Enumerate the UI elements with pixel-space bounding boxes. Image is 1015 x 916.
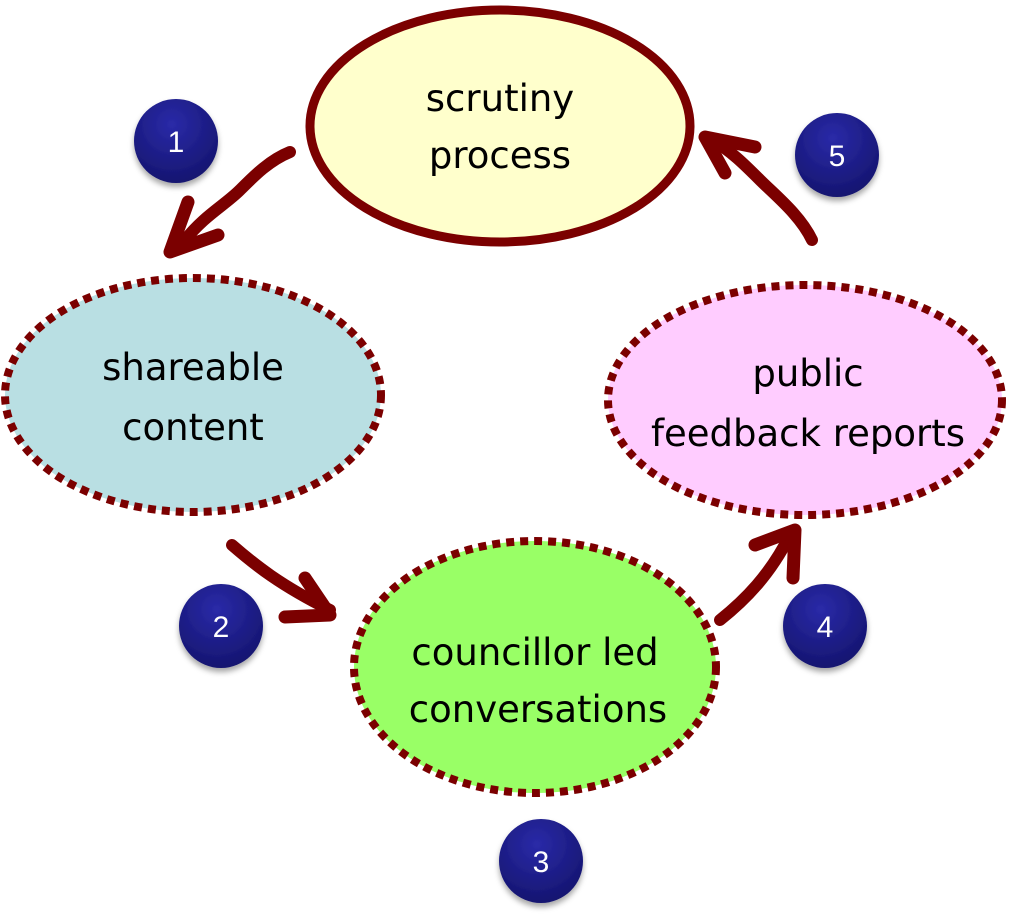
node-public-feedback-reports: public feedback reports xyxy=(604,281,1006,519)
arrow-5 xyxy=(698,130,818,246)
step-badge-2-label: 2 xyxy=(213,611,230,644)
node-scrutiny-process-shape xyxy=(305,5,695,247)
step-badge-4-label: 4 xyxy=(817,611,834,644)
step-badge-4-circle xyxy=(783,584,867,668)
node-shareable-content: shareable content xyxy=(1,274,385,516)
step-badge-2: 2 xyxy=(179,584,263,668)
step-badge-5-circle xyxy=(795,113,879,197)
step-badge-1-label: 1 xyxy=(168,126,185,159)
arrow-2-head xyxy=(278,571,337,624)
step-badge-4: 4 xyxy=(783,584,867,668)
node-public-feedback-reports-line-1: public xyxy=(752,352,863,395)
arrow-2 xyxy=(226,539,337,624)
step-badge-1: 1 xyxy=(134,99,218,183)
node-scrutiny-process-line-2: process xyxy=(429,134,571,177)
arrow-4-head xyxy=(748,523,802,585)
node-councillor-led-conversations: councillor led conversations xyxy=(350,537,720,797)
node-scrutiny-process: scrutiny process xyxy=(305,5,695,247)
node-public-feedback-reports-shape xyxy=(604,281,1006,519)
node-scrutiny-process-line-1: scrutiny xyxy=(426,77,574,120)
arrow-1-head xyxy=(163,195,225,259)
arrow-5-head xyxy=(698,130,762,180)
arrow-1-shaft xyxy=(179,146,296,246)
step-badge-5-label: 5 xyxy=(829,140,846,173)
node-shareable-content-line-1: shareable xyxy=(102,346,284,389)
arrow-4-shaft xyxy=(714,529,796,626)
step-badge-3: 3 xyxy=(499,819,583,903)
step-badge-2-circle xyxy=(179,584,263,668)
node-shareable-content-shape xyxy=(1,274,385,516)
node-public-feedback-reports-line-2: feedback reports xyxy=(651,412,965,455)
node-shareable-content-line-2: content xyxy=(122,406,264,449)
step-badge-1-circle xyxy=(134,99,218,183)
arrow-1 xyxy=(163,146,296,259)
step-badge-3-circle xyxy=(499,819,583,903)
node-councillor-led-conversations-shape xyxy=(350,537,720,797)
arrow-5-shaft xyxy=(706,134,818,246)
node-councillor-led-conversations-line-2: conversations xyxy=(409,688,667,731)
step-badge-5: 5 xyxy=(795,113,879,197)
node-councillor-led-conversations-line-1: councillor led xyxy=(411,631,658,674)
step-badge-3-label: 3 xyxy=(533,846,550,879)
arrow-4 xyxy=(714,523,802,626)
